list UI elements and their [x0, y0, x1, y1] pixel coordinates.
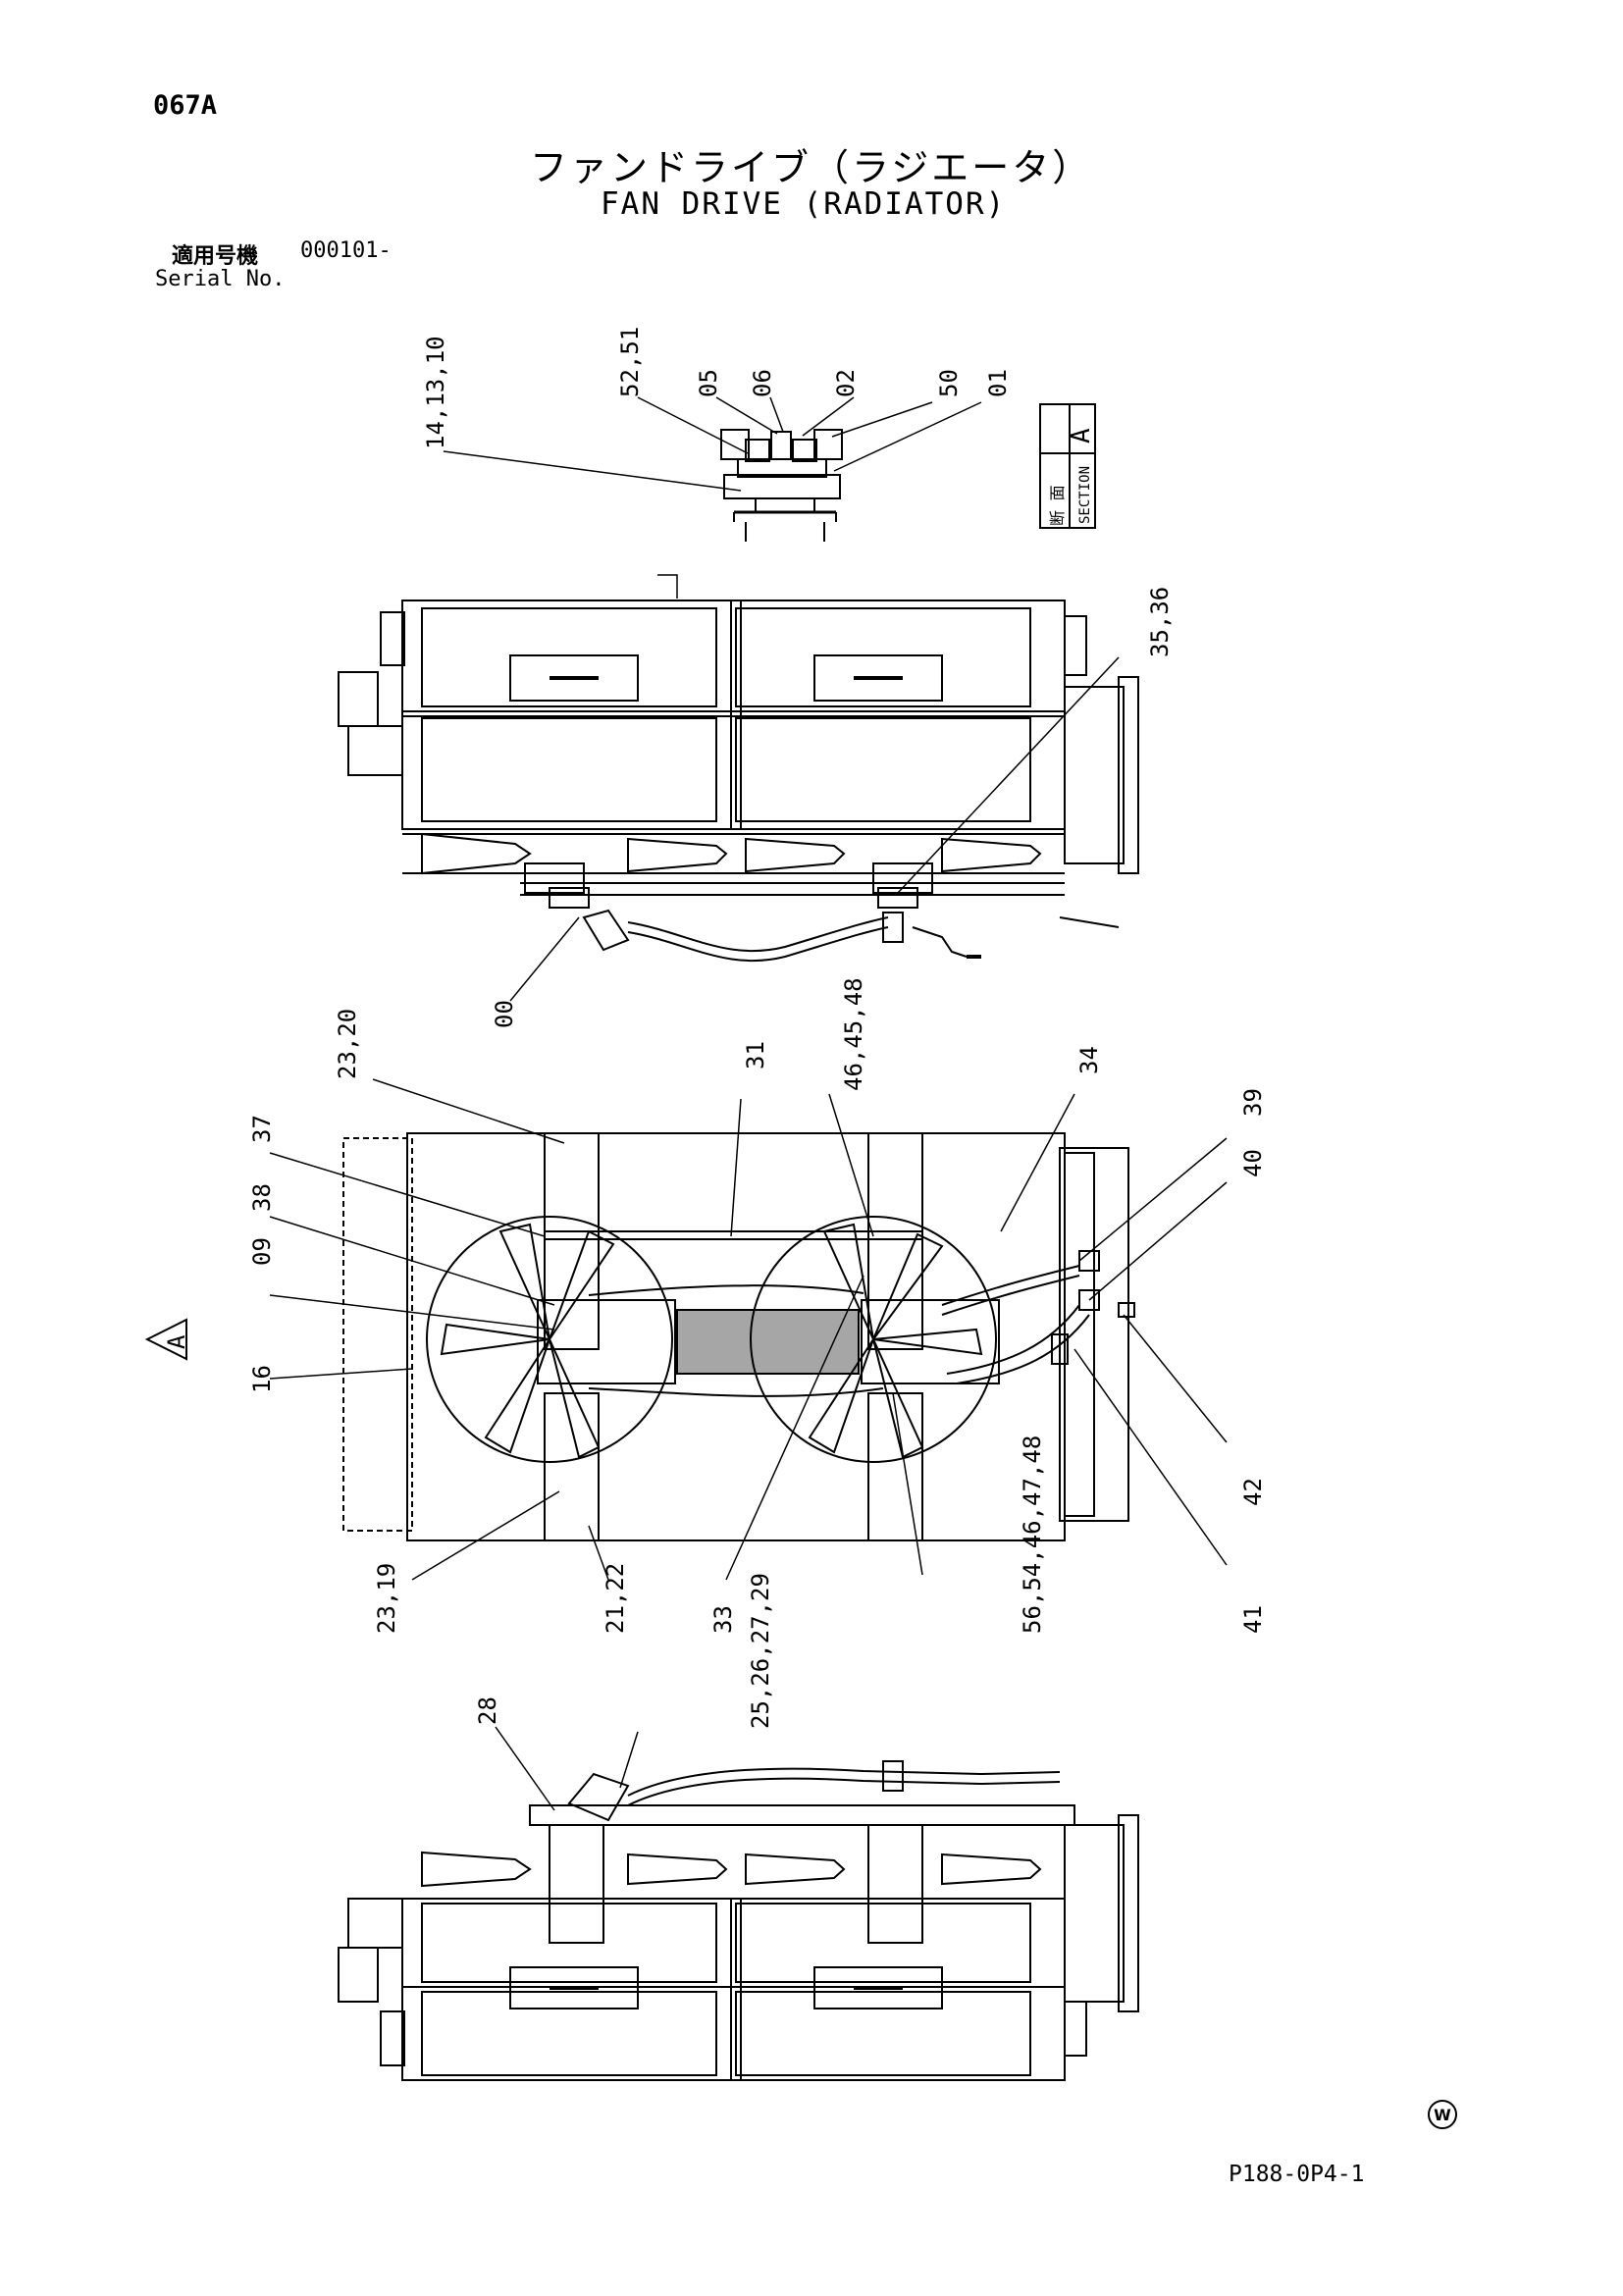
callout-00: 00 [491, 1000, 518, 1028]
title-english: FAN DRIVE (RADIATOR) [601, 186, 1007, 222]
top-view [338, 574, 1139, 963]
top-view-leaders [509, 656, 1120, 1002]
callout-labels: 14,13,10 52,51 05 06 02 50 01 SECTION 断 … [163, 327, 1267, 1729]
bottom-view [338, 1760, 1139, 2081]
plan-view-leaders [269, 1078, 1228, 1581]
callout-09: 09 [248, 1237, 276, 1266]
callout-33: 33 [709, 1605, 737, 1634]
section-label-en: SECTION [1077, 466, 1093, 524]
callout-16: 16 [248, 1365, 276, 1393]
bottom-view-leaders [495, 1726, 639, 1811]
callout-40: 40 [1239, 1149, 1267, 1177]
callout-39: 39 [1239, 1088, 1267, 1117]
section-letter: A [1067, 428, 1096, 444]
callout-28: 28 [474, 1696, 501, 1725]
callout-41: 41 [1239, 1605, 1267, 1634]
callout-34: 34 [1075, 1046, 1103, 1074]
serial-label-english: Serial No. [155, 267, 286, 291]
callout-14-13-10: 14,13,10 [422, 336, 449, 449]
view-a-letter: A [163, 1334, 190, 1349]
callout-02: 02 [832, 369, 860, 397]
w-mark: W [1428, 2100, 1457, 2129]
section-callout-leaders [443, 396, 982, 492]
page-code: 067A [153, 90, 218, 121]
callout-38: 38 [248, 1183, 276, 1212]
callout-42: 42 [1239, 1478, 1267, 1506]
section-box [1039, 403, 1096, 529]
drawing-code: P188-0P4-1 [1229, 2162, 1365, 2187]
serial-label-japanese: 適用号機 [172, 244, 259, 269]
callout-25-26-27-29: 25,26,27,29 [747, 1573, 774, 1729]
callout-05: 05 [695, 369, 722, 397]
callout-21-22: 21,22 [602, 1563, 629, 1634]
callout-46-45-48: 46,45,48 [840, 977, 867, 1091]
callout-23-20: 23,20 [334, 1009, 361, 1079]
callout-31: 31 [742, 1041, 769, 1070]
callout-56-54-46-47-48: 56,54,46,47,48 [1019, 1435, 1046, 1634]
callout-52-51: 52,51 [616, 327, 644, 397]
section-label-jp: 断 面 [1048, 485, 1067, 526]
title-japanese: ファンドライブ（ラジエータ） [530, 146, 1093, 189]
serial-value: 000101- [300, 238, 392, 263]
callout-06: 06 [749, 369, 776, 397]
plan-view [144, 1132, 1135, 1541]
section-detail [720, 429, 843, 542]
callout-50: 50 [935, 369, 963, 397]
callout-01: 01 [984, 369, 1012, 397]
callout-35-36: 35,36 [1146, 587, 1174, 657]
callout-23-19: 23,19 [373, 1563, 400, 1634]
callout-37: 37 [248, 1115, 276, 1143]
